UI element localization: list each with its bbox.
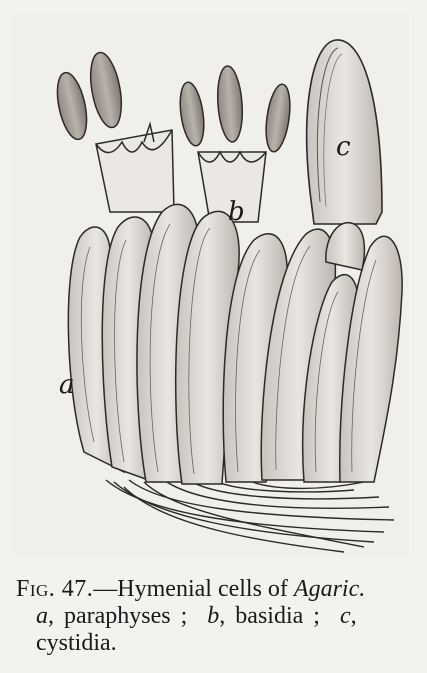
text-a: , paraphyses ; (48, 603, 187, 629)
label-a: a (59, 370, 75, 400)
figure-number: Fig. 47. (16, 576, 93, 602)
key-b: b (207, 603, 219, 629)
key-a: a (36, 603, 48, 629)
figure-caption: Fig. 47.—Hymenial cells of Agaric. a, pa… (16, 576, 416, 657)
hyphae-base (106, 478, 394, 552)
caption-genus: Agaric. (294, 576, 365, 602)
basidium-left (52, 50, 174, 212)
text-c: , (351, 603, 357, 629)
figure-illustration: a b c (14, 12, 409, 554)
caption-line-2: a, paraphyses ; b, basidia ; c, (16, 603, 416, 630)
caption-line-3: cystidia. (16, 630, 416, 657)
caption-dash: — (93, 576, 117, 602)
hymenial-cells-drawing (14, 12, 409, 554)
caption-title: Hymenial cells of (117, 576, 294, 602)
key-c: c (340, 603, 351, 629)
text-b: , basidia ; (219, 603, 320, 629)
label-c: c (336, 132, 351, 162)
label-b: b (228, 197, 245, 227)
